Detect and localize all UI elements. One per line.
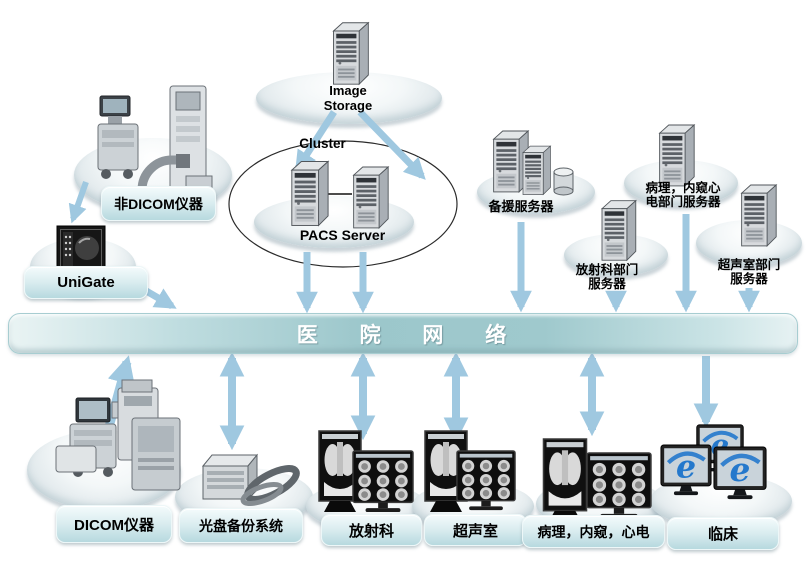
arrow-imagestorage-to-cluster-right xyxy=(357,109,426,180)
ct-monitor-icon xyxy=(352,450,414,513)
radiology-station-label: 放射科 xyxy=(321,514,422,546)
hospital-network-label: 医 院 网 络 xyxy=(296,323,510,347)
image-storage-label: Image Storage xyxy=(300,83,396,114)
cluster-label: Cluster xyxy=(299,136,346,151)
ie-monitor-icon xyxy=(661,445,711,495)
clinical-station-label: 临床 xyxy=(667,517,779,550)
ultrasound-server-icon xyxy=(741,184,777,247)
pathology-station-label: 病理，内窥，心电 xyxy=(522,515,665,548)
ct-monitor-icon xyxy=(586,452,652,519)
pathology-station-monitors xyxy=(542,438,652,523)
ultrasound-station-label: 超声室 xyxy=(424,514,527,546)
radiology-server-icon xyxy=(601,200,637,261)
arrow-nondicom-to-unigate xyxy=(68,181,89,224)
backup-server-icons xyxy=(493,130,574,196)
unigate-label: UniGate xyxy=(24,266,148,299)
ultrasound-server-label: 超声室部门 服务器 xyxy=(699,258,799,287)
image-storage-label-line2: Storage xyxy=(323,97,373,113)
image-storage-server-icon xyxy=(332,22,369,85)
ultrasound-server-label-line2: 服务器 xyxy=(730,272,768,287)
cd-backup-label: 光盘备份系统 xyxy=(179,508,303,543)
non-dicom-label: 非DICOM仪器 xyxy=(101,186,216,221)
xray-monitor-icon xyxy=(542,438,588,523)
dicom-label: DICOM仪器 xyxy=(56,505,172,543)
radiology-server-label: 放射科部门 服务器 xyxy=(557,263,657,292)
radiology-server-label-line1: 放射科部门 xyxy=(575,263,639,277)
pacs-server-tower-left-icon xyxy=(291,161,329,226)
pathology-server-icon xyxy=(659,124,695,187)
ie-monitor-icon xyxy=(714,447,766,499)
dicom-devices-illustration xyxy=(55,379,181,491)
radiology-station-monitors xyxy=(318,430,414,513)
hospital-network-band: 医 院 网 络 xyxy=(8,313,798,354)
image-storage-label-line1: Image xyxy=(329,83,367,98)
pathology-server-label-line2: 电部门服务器 xyxy=(645,195,721,210)
pacs-server-label: PACS Server xyxy=(299,227,386,243)
cluster-outline-ellipse xyxy=(228,140,458,268)
pathology-server-label-line1: 病理，内窥心 xyxy=(645,181,721,195)
pathology-server-label: 病理，内窥心 电部门服务器 xyxy=(633,181,733,210)
pacs-server-tower-right-icon xyxy=(353,166,389,229)
clinical-station-monitors xyxy=(661,425,766,499)
ultrasound-station-monitors xyxy=(424,430,516,513)
ultrasound-server-label-line1: 超声室部门 xyxy=(717,258,781,272)
backup-server-label: 备援服务器 xyxy=(488,199,554,214)
arrow-imagestorage-to-cluster-left xyxy=(295,110,337,173)
radiology-server-label-line2: 服务器 xyxy=(588,277,626,292)
cd-backup-device-illustration xyxy=(201,453,300,506)
ct-monitor-icon xyxy=(456,450,516,511)
